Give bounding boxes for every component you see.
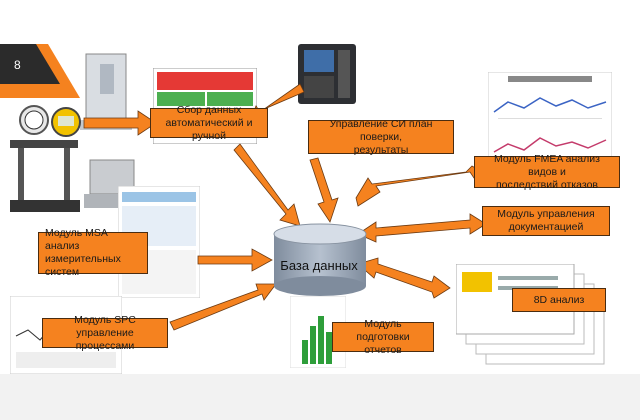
node-line: систем xyxy=(45,266,80,278)
node-line: Сбор данных xyxy=(176,103,242,116)
node-line: Модуль FMEA анализ видов и xyxy=(494,152,600,178)
node-line: результаты xyxy=(353,143,409,156)
node-line: автоматический и ручной xyxy=(165,116,253,142)
node-line: документацией xyxy=(508,221,584,233)
node-line: Модуль управления xyxy=(497,208,595,220)
msa-table-image xyxy=(118,186,200,298)
database-cylinder-icon xyxy=(273,223,367,296)
node-line: измерительных xyxy=(45,253,121,265)
node-8d-analysis: 8D анализ xyxy=(512,288,606,312)
node-line: Модуль MSA анализ xyxy=(45,227,108,252)
cnc-panel-image xyxy=(298,44,356,104)
node-line: процессами xyxy=(75,339,135,352)
node-line: 8D анализ xyxy=(533,293,585,306)
node-line: последствий отказов xyxy=(495,178,598,191)
node-line: отчетов xyxy=(364,343,402,356)
fmea-report-image xyxy=(488,72,612,166)
node-line: Управление СИ план поверки, xyxy=(329,117,433,143)
slide-number: 8 xyxy=(14,58,21,72)
node-line: Модуль подготовки xyxy=(356,317,410,343)
measuring-equipment-image xyxy=(10,53,140,212)
database-label: База данных xyxy=(280,258,358,273)
footer-band xyxy=(0,374,640,420)
node-si-management: Управление СИ план поверки,результаты xyxy=(308,117,454,156)
node-line: Модуль SPC управление xyxy=(74,313,136,339)
